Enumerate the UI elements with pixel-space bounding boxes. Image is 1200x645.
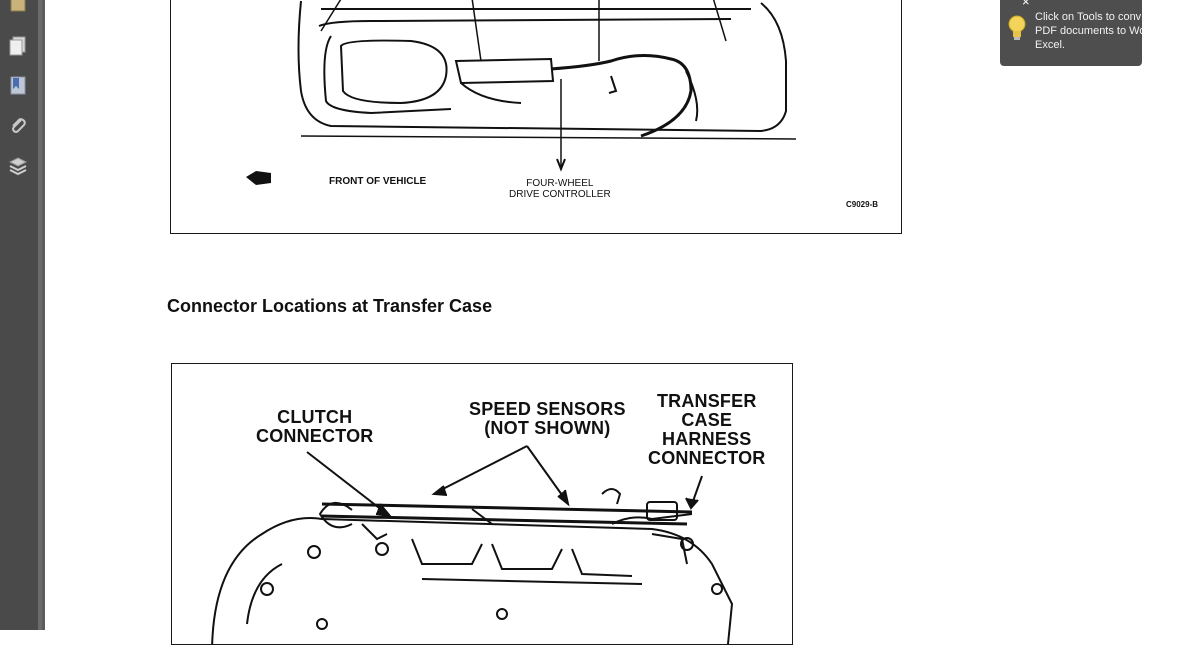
bookmarks-icon bbox=[10, 76, 26, 95]
transfer-case-harness-connector-label: TRANSFER CASE HARNESS CONNECTOR bbox=[648, 391, 766, 468]
transfer-case-line-drawing bbox=[211, 445, 734, 644]
page-thumbnail-partial-icon[interactable] bbox=[6, 0, 30, 18]
four-wheel-drive-controller-label: FOUR-WHEEL DRIVE CONTROLLER bbox=[509, 178, 611, 200]
layers-button[interactable] bbox=[6, 154, 30, 178]
transfer-case-figure: CLUTCH CONNECTOR SPEED SENSORS (NOT SHOW… bbox=[171, 363, 793, 645]
attachments-icon bbox=[12, 118, 26, 133]
partial-icon bbox=[10, 0, 26, 12]
pages-icon bbox=[9, 36, 26, 56]
tools-tip-popup: × Click on Tools to conv PDF documents t… bbox=[1000, 0, 1142, 66]
bookmarks-button[interactable] bbox=[6, 74, 30, 98]
close-icon[interactable]: × bbox=[1022, 0, 1030, 9]
figure-code-label: C9029-B bbox=[846, 200, 879, 209]
layers-icon bbox=[8, 157, 28, 176]
front-of-vehicle-label: FRONT OF VEHICLE bbox=[329, 176, 427, 187]
vehicle-diagram-figure: FRONT OF VEHICLE FOUR-WHEEL DRIVE CONTRO… bbox=[170, 0, 902, 234]
clutch-connector-label: CLUTCH CONNECTOR bbox=[256, 407, 374, 446]
vehicle-line-drawing bbox=[246, 0, 797, 185]
tooltip-text: Click on Tools to conv PDF documents to … bbox=[1035, 11, 1142, 51]
lightbulb-icon bbox=[1008, 15, 1026, 40]
navigation-pane-splitter[interactable] bbox=[42, 0, 46, 630]
pages-button[interactable] bbox=[6, 34, 30, 58]
navigation-pane bbox=[0, 0, 46, 630]
attachments-button[interactable] bbox=[6, 114, 30, 138]
document-page: FRONT OF VEHICLE FOUR-WHEEL DRIVE CONTRO… bbox=[45, 0, 1200, 645]
section-heading: Connector Locations at Transfer Case bbox=[167, 296, 493, 316]
speed-sensors-label: SPEED SENSORS (NOT SHOWN) bbox=[469, 399, 626, 438]
